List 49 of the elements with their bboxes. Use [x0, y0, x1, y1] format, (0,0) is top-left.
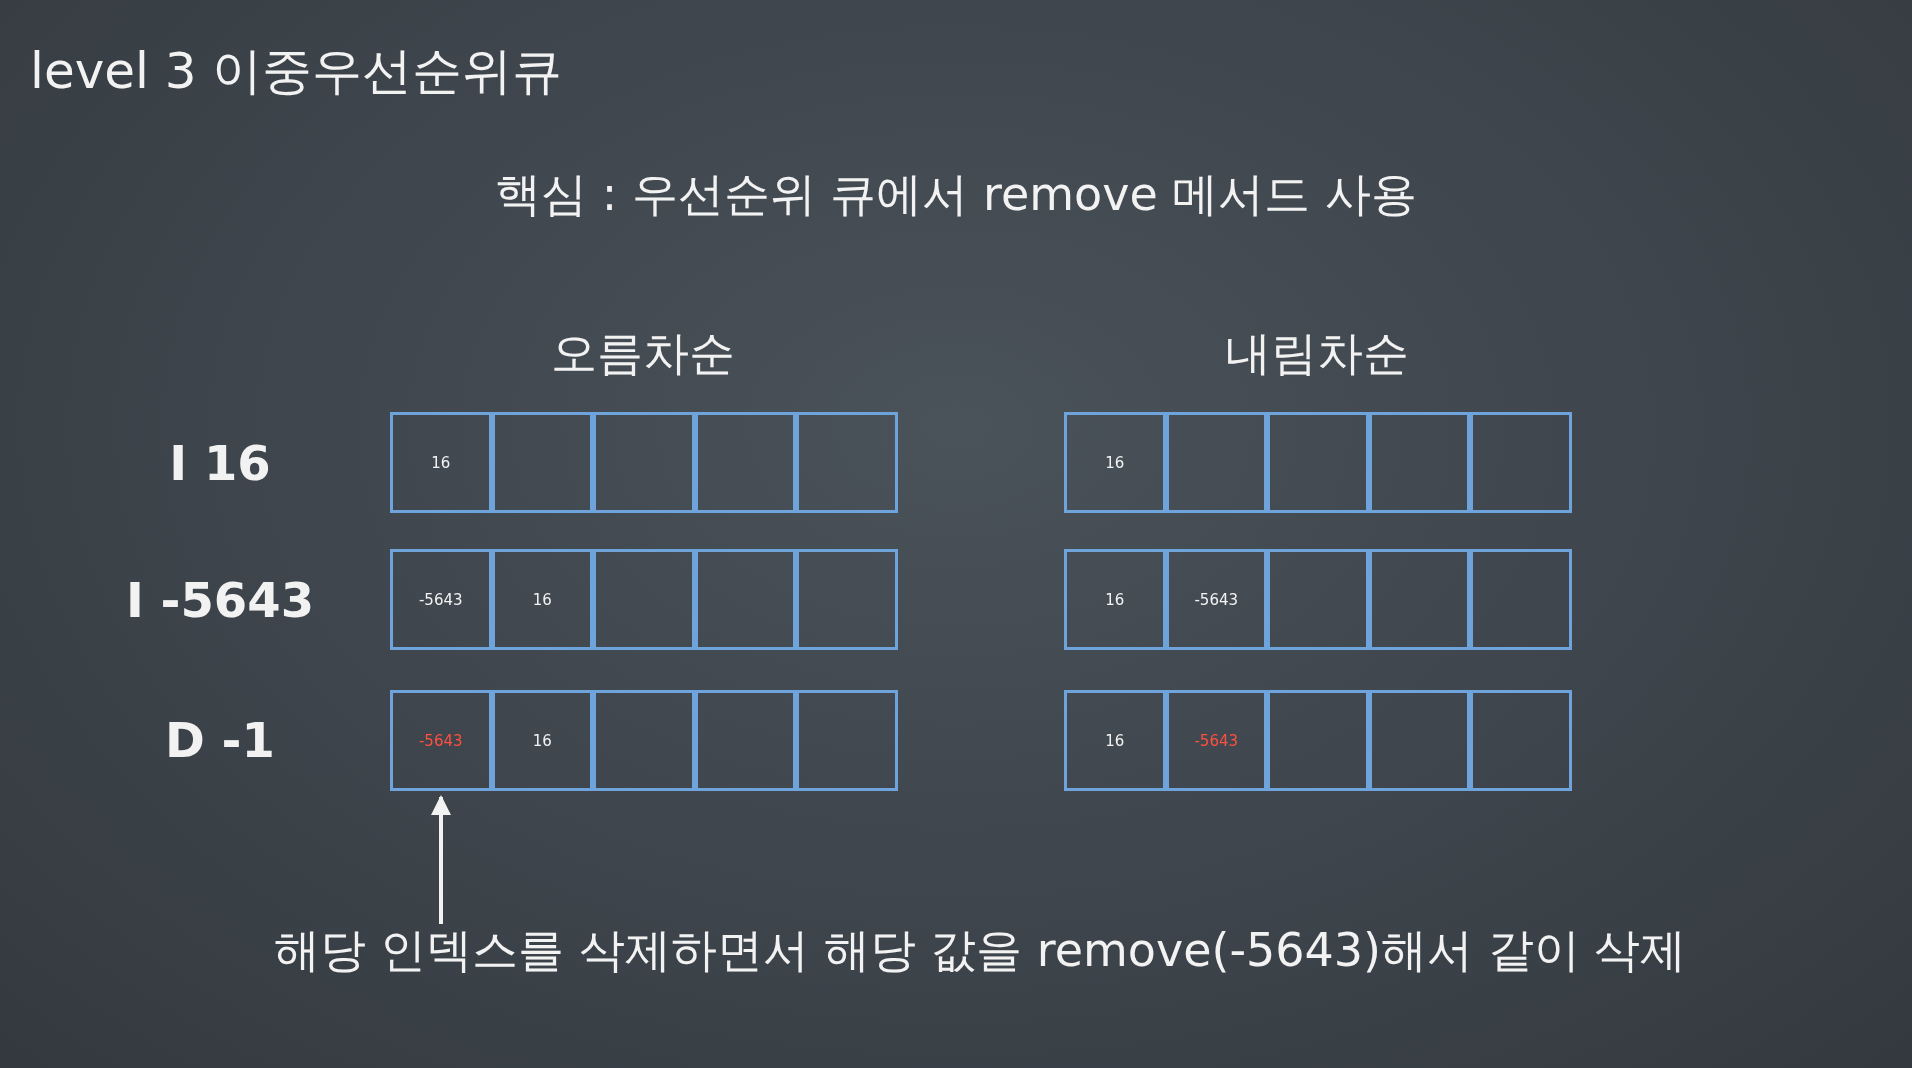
array-cell: [593, 412, 695, 513]
array-cell: [1064, 549, 1166, 650]
operation-label: D -1: [165, 712, 275, 768]
array-cell: [390, 549, 492, 650]
subtitle: 핵심 : 우선순위 큐에서 remove 메서드 사용: [495, 166, 1417, 223]
cell-value: 16: [431, 453, 451, 472]
array-cell: [1165, 412, 1267, 513]
array-cell: [1064, 690, 1166, 791]
array-cell: [796, 549, 898, 650]
cell-value: 16: [532, 731, 552, 750]
array-cell: [1267, 549, 1369, 650]
title: level 3 이중우선순위큐: [30, 41, 563, 102]
array-cell: [694, 412, 796, 513]
cell-value: -5643: [1194, 731, 1239, 750]
array-cell: [491, 690, 593, 791]
array-cell: [1368, 412, 1470, 513]
array-cell: [390, 690, 492, 791]
note-text: 해당 인덱스를 삭제하면서 해당 값을 remove(-5643)해서 같이 삭제: [273, 922, 1687, 979]
array-cell: [694, 549, 796, 650]
column-heading: 내림차순: [1225, 325, 1409, 382]
array-cell: [1267, 690, 1369, 791]
array-cell: [796, 412, 898, 513]
column-heading: 오름차순: [551, 325, 735, 382]
array-cell: [1368, 549, 1470, 650]
cell-value: 16: [1105, 731, 1125, 750]
array-cell: [1165, 690, 1267, 791]
cell-value: 16: [532, 590, 552, 609]
cell-value: -5643: [418, 590, 463, 609]
cell-value: 16: [1105, 453, 1125, 472]
array-cell: [491, 549, 593, 650]
array-cell: [1470, 549, 1572, 650]
arrow: [431, 795, 451, 924]
array-cell: [1470, 412, 1572, 513]
cell-value: 16: [1105, 590, 1125, 609]
array-cell: [491, 412, 593, 513]
array-cell: [390, 412, 492, 513]
array-cell: [1064, 412, 1166, 513]
array-cell: [1165, 549, 1267, 650]
array-cell: [1267, 412, 1369, 513]
array-cell: [1470, 690, 1572, 791]
array-cell: [1368, 690, 1470, 791]
cell-value: -5643: [418, 731, 463, 750]
array-cell: [694, 690, 796, 791]
array-cell: [593, 690, 695, 791]
array-cell: [593, 549, 695, 650]
array-cell: [796, 690, 898, 791]
operation-label: I -5643: [125, 572, 315, 628]
operation-label: I 16: [169, 435, 271, 491]
cell-value: -5643: [1194, 590, 1239, 609]
